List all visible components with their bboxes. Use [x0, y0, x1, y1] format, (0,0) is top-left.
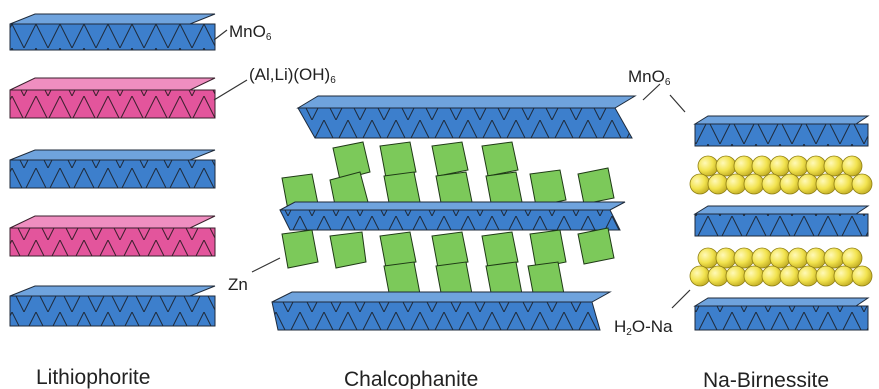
lith-mno6-layer-3 — [9, 285, 216, 327]
na-sphere — [689, 173, 711, 195]
na-sphere — [779, 173, 801, 195]
na-sphere — [707, 173, 729, 195]
na-sphere — [715, 155, 737, 177]
na-sphere — [715, 247, 737, 269]
na-sphere — [733, 155, 755, 177]
na-spheres-layer-2 — [689, 247, 873, 287]
zn-octahedra-lower — [281, 227, 615, 299]
chalcophanite-structure — [271, 95, 637, 331]
na-sphere — [725, 265, 747, 287]
na-sphere — [815, 265, 837, 287]
na-sphere — [841, 155, 863, 177]
na-sphere — [833, 173, 855, 195]
na-sphere — [725, 173, 747, 195]
chalco-mno6-layer-bottom — [271, 291, 612, 331]
lith-al-li-layer-1 — [9, 77, 216, 119]
na-sphere — [761, 173, 783, 195]
na-sphere — [851, 265, 873, 287]
zn-label: Zn — [228, 275, 248, 294]
chalco-mno6-layer-middle — [279, 201, 626, 231]
na-sphere — [743, 265, 765, 287]
birn-mno6-layer-1 — [693, 115, 870, 147]
na-sphere — [851, 173, 873, 195]
na-sphere — [823, 155, 845, 177]
na-sphere — [841, 247, 863, 269]
na-spheres-layer-1 — [689, 155, 873, 195]
na-sphere — [815, 173, 837, 195]
na-sphere — [779, 265, 801, 287]
na-sphere — [833, 265, 855, 287]
na-sphere — [733, 247, 755, 269]
lith-mno6-layer-1 — [9, 13, 216, 51]
lithiophorite-structure — [9, 13, 216, 327]
lith-mno6-leader — [213, 29, 228, 41]
na-sphere — [769, 247, 791, 269]
caption-na-birnessite: Na-Birnessite — [703, 369, 829, 389]
lith-al-li-label: (Al,Li)(OH)6 — [249, 65, 336, 86]
birn-mno6-layer-3 — [693, 297, 870, 331]
na-sphere — [751, 247, 773, 269]
chalco-mno6-layer-top — [296, 95, 637, 139]
caption-chalcophanite: Chalcophanite — [344, 368, 478, 389]
h2o-na-label: H2O-Na — [614, 317, 673, 338]
na-birnessite-structure — [689, 115, 873, 331]
zn-leader — [251, 257, 281, 273]
na-sphere — [707, 265, 729, 287]
h2o-na-leader — [671, 289, 691, 309]
na-sphere — [787, 155, 809, 177]
chalco-mno6-label: MnO6 — [628, 67, 671, 88]
caption-lithiophorite: Lithiophorite — [36, 366, 150, 389]
na-sphere — [797, 265, 819, 287]
na-sphere — [797, 173, 819, 195]
lith-al-li-leader — [213, 79, 248, 101]
na-sphere — [823, 247, 845, 269]
na-sphere — [751, 155, 773, 177]
na-sphere — [743, 173, 765, 195]
na-sphere — [769, 155, 791, 177]
na-sphere — [697, 155, 719, 177]
na-sphere — [805, 155, 827, 177]
lith-al-li-layer-2 — [9, 215, 216, 257]
lith-mno6-layer-2 — [9, 149, 216, 189]
zn-octahedra-upper — [281, 141, 615, 211]
chalco-mno6-leader-1 — [642, 83, 661, 101]
na-sphere — [697, 247, 719, 269]
na-sphere — [761, 265, 783, 287]
na-sphere — [689, 265, 711, 287]
na-sphere — [805, 247, 827, 269]
chalco-mno6-leader-2 — [669, 94, 686, 113]
lith-mno6-label: MnO6 — [229, 22, 272, 43]
birn-mno6-layer-2 — [693, 205, 870, 237]
na-sphere — [787, 247, 809, 269]
